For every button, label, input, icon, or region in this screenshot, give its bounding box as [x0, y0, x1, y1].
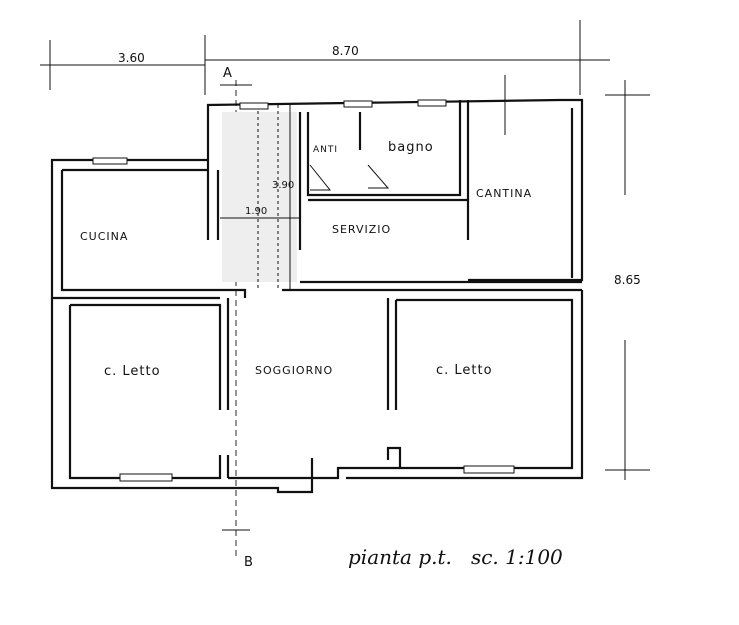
dim-left-width: 3.60	[118, 51, 145, 65]
stair-area	[220, 105, 300, 290]
room-label-servizio: SERVIZIO	[332, 223, 391, 236]
section-marker-b: B	[244, 555, 253, 570]
dim-total-depth: 8.65	[614, 273, 641, 287]
room-label-letto-right: c. Letto	[436, 363, 493, 378]
room-label-cucina: CUCINA	[80, 230, 128, 243]
dim-stair-height: 3.90	[272, 180, 294, 191]
doors	[309, 164, 390, 191]
dim-stair-width: 1.90	[245, 206, 267, 217]
section-marker-a: A	[223, 66, 232, 81]
room-label-bagno: bagno	[388, 140, 434, 155]
walls	[50, 98, 584, 494]
dimension-lines	[40, 20, 650, 480]
room-label-letto-left: c. Letto	[104, 364, 161, 379]
windows	[92, 99, 515, 482]
dim-total-width: 8.70	[332, 44, 359, 58]
room-label-cantina: CANTINA	[476, 187, 532, 200]
plan-caption: pianta p.t. sc. 1:100	[348, 545, 563, 569]
room-label-soggiorno: SOGGIORNO	[255, 364, 333, 377]
room-label-anti: ANTI	[313, 145, 338, 155]
